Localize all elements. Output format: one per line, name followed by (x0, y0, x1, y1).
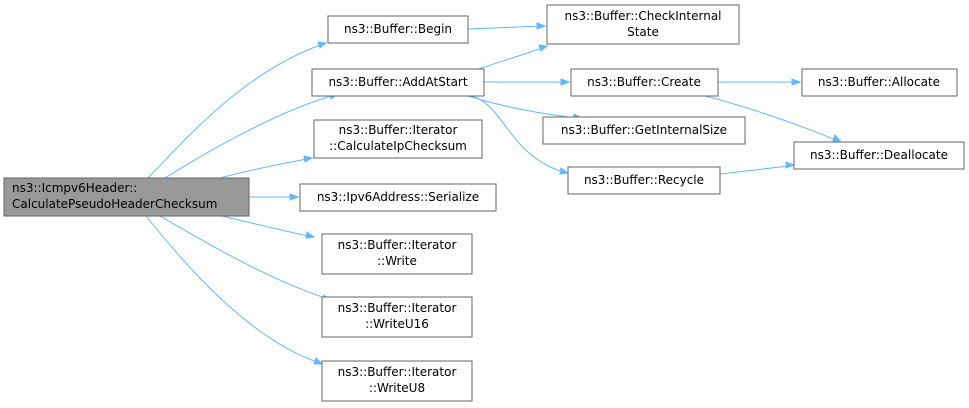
node-addatstart[interactable]: ns3::Buffer::AddAtStart (311, 68, 485, 97)
node-deallocate-label: ns3::Buffer::Deallocate (810, 148, 948, 162)
node-recycle[interactable]: ns3::Buffer::Recycle (567, 166, 721, 195)
edge-root-begin (147, 41, 328, 179)
edge-root-addatstart (164, 92, 340, 179)
edge-root-writeu16 (159, 215, 332, 302)
node-write-line2: ::Write (377, 254, 417, 268)
edge-root-write (221, 215, 316, 239)
node-begin[interactable]: ns3::Buffer::Begin (327, 15, 469, 44)
node-checkinternal[interactable]: ns3::Buffer::CheckInternal State (546, 4, 740, 45)
node-create-label: ns3::Buffer::Create (587, 75, 701, 89)
edge-begin-checkinternal (467, 22, 547, 30)
edge-root-serialize (249, 193, 300, 201)
node-writeu16-line2: ::WriteU16 (365, 317, 429, 331)
node-create[interactable]: ns3::Buffer::Create (570, 68, 719, 97)
node-checkinternal-line2: State (627, 25, 659, 39)
edge-recycle-deallocate (719, 161, 796, 175)
node-checkinternal-line1: ns3::Buffer::CheckInternal (564, 9, 721, 23)
node-writeu16-line1: ns3::Buffer::Iterator (338, 301, 457, 315)
node-getinternalsize[interactable]: ns3::Buffer::GetInternalSize (542, 116, 746, 145)
node-allocate[interactable]: ns3::Buffer::Allocate (801, 68, 958, 97)
node-writeu8-line2: ::WriteU8 (369, 381, 425, 395)
node-writeu16[interactable]: ns3::Buffer::Iterator ::WriteU16 (321, 296, 473, 338)
edge-create-allocate (718, 78, 802, 86)
edge-addatstart-create (484, 78, 571, 86)
node-allocate-label: ns3::Buffer::Allocate (818, 75, 940, 89)
node-serialize[interactable]: ns3::Ipv6Address::Serialize (299, 183, 497, 212)
node-calcip[interactable]: ns3::Buffer::Iterator ::CalculateIpCheck… (313, 119, 483, 159)
node-writeu8[interactable]: ns3::Buffer::Iterator ::WriteU8 (321, 360, 473, 402)
node-calcip-line1: ns3::Buffer::Iterator (339, 123, 458, 137)
node-calcip-line2: ::CalculateIpChecksum (329, 139, 467, 153)
edge-addatstart-checkinternal (474, 44, 549, 71)
node-root-line1: ns3::Icmpv6Header:: (12, 181, 137, 195)
node-writeu8-line1: ns3::Buffer::Iterator (338, 365, 457, 379)
node-write-line1: ns3::Buffer::Iterator (338, 238, 457, 252)
node-root-line2: CalculatePseudoHeaderChecksum (12, 197, 217, 211)
node-root[interactable]: ns3::Icmpv6Header:: CalculatePseudoHeade… (3, 177, 250, 217)
edge-addatstart-getinternalsize (467, 95, 584, 121)
node-serialize-label: ns3::Ipv6Address::Serialize (317, 190, 479, 204)
edge-root-writeu8 (145, 215, 324, 365)
node-getinternalsize-label: ns3::Buffer::GetInternalSize (561, 123, 727, 137)
edge-root-calcip (219, 155, 314, 179)
node-begin-label: ns3::Buffer::Begin (344, 22, 452, 36)
node-deallocate[interactable]: ns3::Buffer::Deallocate (793, 141, 965, 170)
edge-addatstart-recycle (465, 94, 570, 175)
node-write[interactable]: ns3::Buffer::Iterator ::Write (321, 233, 473, 275)
node-addatstart-label: ns3::Buffer::AddAtStart (328, 75, 467, 89)
node-recycle-label: ns3::Buffer::Recycle (584, 173, 704, 187)
